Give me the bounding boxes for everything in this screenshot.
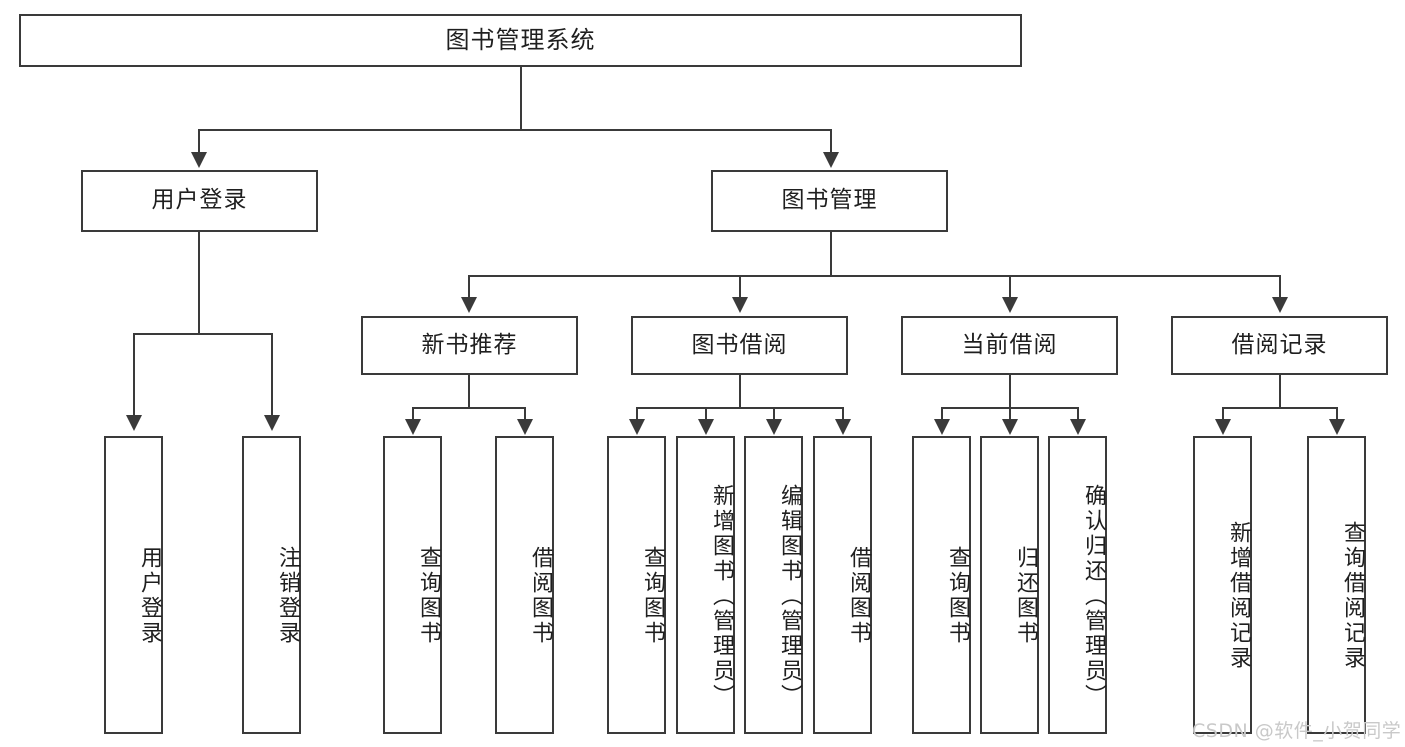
node-new-book-recommend[interactable]: 新书推荐 <box>361 316 578 375</box>
connector-borrow-record-bar <box>1222 407 1337 409</box>
leaf-label: 查询借阅记录 <box>1340 521 1365 671</box>
connector-drop-current-borrow <box>1009 275 1011 299</box>
arrowhead-leaf-bb-1 <box>629 419 645 435</box>
node-book-management[interactable]: 图书管理 <box>711 170 948 232</box>
leaf-label: 注销登录 <box>275 546 300 646</box>
node-current-borrow[interactable]: 当前借阅 <box>901 316 1118 375</box>
connector-user-login-bar <box>133 333 272 335</box>
leaf-query-book-nbr[interactable]: 查询图书 <box>383 436 442 734</box>
leaf-edit-book-admin[interactable]: 编辑图书（管理员） <box>744 436 803 734</box>
connector-drop-leaf-br-2 <box>1336 407 1338 421</box>
connector-drop-borrow-record <box>1279 275 1281 299</box>
node-root-book-management-system[interactable]: 图书管理系统 <box>19 14 1022 67</box>
connector-level2-bar <box>198 129 832 131</box>
arrowhead-leaf-br-2 <box>1329 419 1345 435</box>
connector-drop-leaf-nbr-1 <box>412 407 414 421</box>
node-user-login[interactable]: 用户登录 <box>81 170 318 232</box>
leaf-label: 借阅图书 <box>528 546 553 646</box>
leaf-query-book-cb[interactable]: 查询图书 <box>912 436 971 734</box>
leaf-logout[interactable]: 注销登录 <box>242 436 301 734</box>
node-label: 新书推荐 <box>421 331 518 358</box>
connector-drop-book-borrow <box>739 275 741 299</box>
arrowhead-leaf-br-1 <box>1215 419 1231 435</box>
node-label: 图书借阅 <box>691 331 788 358</box>
connector-root-stem <box>520 67 522 130</box>
connector-user-login-stem <box>198 232 200 334</box>
leaf-label: 查询图书 <box>416 546 441 646</box>
leaf-query-book-bb[interactable]: 查询图书 <box>607 436 666 734</box>
leaf-label: 查询图书 <box>640 546 665 646</box>
connector-drop-leaf-user-login-1 <box>133 333 135 417</box>
connector-book-management-stem <box>830 232 832 276</box>
connector-drop-leaf-bb-1 <box>636 407 638 421</box>
arrowhead-book-management <box>823 152 839 168</box>
arrowhead-leaf-bb-4 <box>835 419 851 435</box>
arrowhead-borrow-record <box>1272 297 1288 313</box>
node-book-borrow[interactable]: 图书借阅 <box>631 316 848 375</box>
arrowhead-leaf-nbr-2 <box>517 419 533 435</box>
leaf-add-borrow-record[interactable]: 新增借阅记录 <box>1193 436 1252 734</box>
arrowhead-book-borrow <box>732 297 748 313</box>
arrowhead-current-borrow <box>1002 297 1018 313</box>
connector-new-book-recommend-bar <box>412 407 525 409</box>
connector-book-borrow-stem <box>739 375 741 408</box>
arrowhead-leaf-cb-3 <box>1070 419 1086 435</box>
node-label: 图书管理 <box>781 187 878 214</box>
leaf-borrow-book-bb[interactable]: 借阅图书 <box>813 436 872 734</box>
connector-drop-leaf-cb-1 <box>941 407 943 421</box>
arrowhead-leaf-bb-2 <box>698 419 714 435</box>
arrowhead-new-book-recommend <box>461 297 477 313</box>
leaf-label: 编辑图书（管理员） <box>777 483 802 709</box>
arrowhead-leaf-user-login-1 <box>126 415 142 431</box>
node-borrow-record[interactable]: 借阅记录 <box>1171 316 1388 375</box>
leaf-label: 归还图书 <box>1013 546 1038 646</box>
arrowhead-leaf-bb-3 <box>766 419 782 435</box>
arrowhead-leaf-user-login-2 <box>264 415 280 431</box>
connector-drop-leaf-bb-4 <box>842 407 844 421</box>
connector-drop-leaf-nbr-2 <box>524 407 526 421</box>
connector-borrow-record-stem <box>1279 375 1281 408</box>
leaf-label: 新增借阅记录 <box>1226 521 1251 671</box>
connector-drop-leaf-bb-2 <box>705 407 707 421</box>
connector-new-book-recommend-stem <box>468 375 470 408</box>
leaf-confirm-return-admin[interactable]: 确认归还（管理员） <box>1048 436 1107 734</box>
leaf-query-borrow-record[interactable]: 查询借阅记录 <box>1307 436 1366 734</box>
node-label: 用户登录 <box>151 187 248 214</box>
node-label: 图书管理系统 <box>445 26 596 55</box>
connector-drop-leaf-cb-3 <box>1077 407 1079 421</box>
connector-drop-leaf-cb-2 <box>1009 407 1011 421</box>
arrowhead-leaf-cb-2 <box>1002 419 1018 435</box>
node-label: 借阅记录 <box>1231 331 1328 358</box>
connector-book-borrow-bar <box>636 407 844 409</box>
leaf-label: 用户登录 <box>137 546 162 646</box>
node-label: 当前借阅 <box>961 331 1058 358</box>
connector-drop-leaf-bb-3 <box>773 407 775 421</box>
csdn-watermark: CSDN @软件_小贺同学 <box>1192 720 1402 742</box>
arrowhead-leaf-nbr-1 <box>405 419 421 435</box>
arrowhead-user-login <box>191 152 207 168</box>
connector-current-borrow-stem <box>1009 375 1011 408</box>
leaf-return-book[interactable]: 归还图书 <box>980 436 1039 734</box>
leaf-add-book-admin[interactable]: 新增图书（管理员） <box>676 436 735 734</box>
leaf-label: 借阅图书 <box>846 546 871 646</box>
connector-drop-leaf-user-login-2 <box>271 333 273 417</box>
leaf-label: 查询图书 <box>945 546 970 646</box>
connector-drop-new-book-recommend <box>468 275 470 299</box>
leaf-user-login[interactable]: 用户登录 <box>104 436 163 734</box>
connector-drop-user-login <box>198 129 200 154</box>
connector-level3-bar <box>468 275 1280 277</box>
leaf-label: 新增图书（管理员） <box>709 483 734 709</box>
leaf-borrow-book-nbr[interactable]: 借阅图书 <box>495 436 554 734</box>
leaf-label: 确认归还（管理员） <box>1081 483 1106 709</box>
arrowhead-leaf-cb-1 <box>934 419 950 435</box>
connector-drop-book-management <box>830 129 832 154</box>
connector-drop-leaf-br-1 <box>1222 407 1224 421</box>
